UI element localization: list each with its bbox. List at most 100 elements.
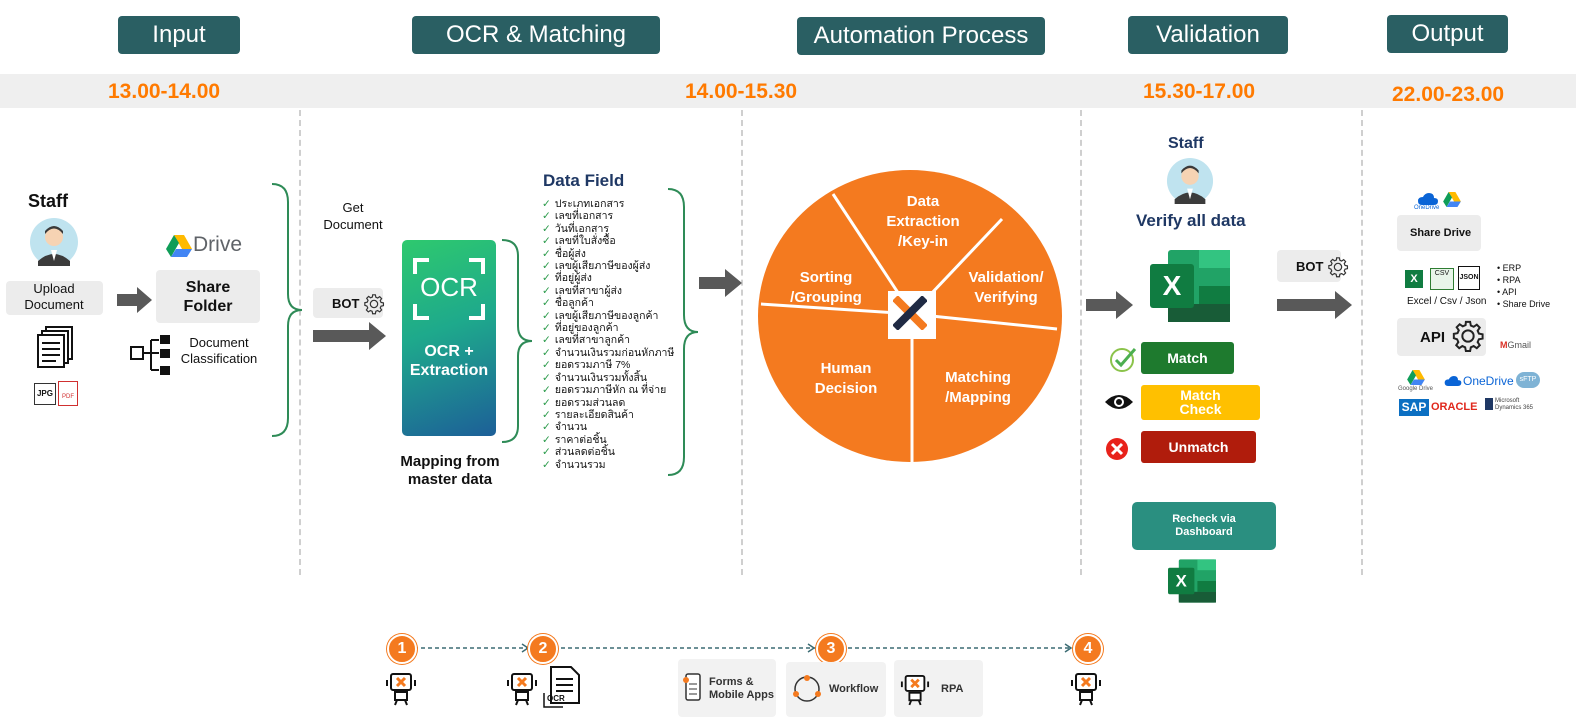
sftp-icon: sFTP <box>1516 372 1540 388</box>
data-field-item: จำนวนเงินรวมทั้งสิ้น <box>542 372 674 384</box>
upload-document-label: Upload Document <box>24 281 84 312</box>
unmatch-status: Unmatch <box>1141 431 1256 463</box>
oracle-logo: ORACLE <box>1431 401 1478 413</box>
bot-box-output <box>1277 250 1341 282</box>
dynamics-label: Microsoft Dynamics 365 <box>1495 398 1534 411</box>
data-field-list: ประเภทเอกสาร เลขที่เอกสาร วันที่เอกสาร เ… <box>542 198 675 471</box>
recheck-dashboard-label: Recheck via Dashboard <box>1172 513 1236 538</box>
data-field-item: จำนวนเงินรวมก่อนหักภาษี <box>542 347 675 359</box>
data-field-item: ยอดรวมส่วนลด <box>542 397 674 409</box>
svg-text:X: X <box>1176 571 1188 590</box>
divider-3 <box>1080 110 1082 575</box>
dynamics-logo: Microsoft Dynamics 365 <box>1485 398 1537 412</box>
step-3-badge: 3 <box>816 634 846 664</box>
stage-output: Output <box>1387 15 1508 53</box>
data-field-item: ประเภทเอกสาร <box>542 198 674 210</box>
time-output: 22.00-23.00 <box>1392 83 1505 106</box>
documents-stack-icon <box>37 326 73 368</box>
eye-icon <box>1105 395 1133 409</box>
robot-icon <box>386 673 416 706</box>
excel-format-icon: X <box>1405 270 1423 288</box>
brace-data-field-right <box>667 188 699 476</box>
ocr-logo-text: OCR <box>420 272 478 302</box>
time-input: 13.00-14.00 <box>108 80 221 103</box>
stage-automation: Automation Process <box>797 17 1045 55</box>
output-target-item: • RPA <box>1497 275 1521 285</box>
json-label: JSON <box>1459 274 1479 281</box>
divider-4 <box>1361 110 1363 575</box>
data-field-item: วันที่เอกสาร <box>542 223 674 235</box>
stage-ocr-matching: OCR & Matching <box>412 16 660 54</box>
time-bar <box>0 74 1576 108</box>
output-target-item: • API <box>1497 287 1517 297</box>
get-document-label: Get Document <box>323 200 383 232</box>
onedrive-label-small: OneDrive <box>1414 205 1440 211</box>
sap-label: SAP <box>1401 400 1427 414</box>
data-field-item: ชื่อลูกค้า <box>542 297 674 309</box>
data-field-item: จำนวน <box>542 421 674 433</box>
share-folder-label: Share Folder <box>183 279 233 315</box>
ocr-document-icon <box>543 666 580 708</box>
data-field-item: เลขที่ใบสั่งซื้อ <box>542 235 674 247</box>
timeline-dashed-line <box>400 643 1080 653</box>
data-field-item: เลขที่เอกสาร <box>542 210 674 222</box>
data-field-item: เลขผู้เสียภาษีของลูกค้า <box>542 310 674 322</box>
time-validation: 15.30-17.00 <box>1143 80 1256 103</box>
ocr-extraction-label: OCR + Extraction <box>409 343 489 379</box>
workflow-tile <box>786 662 886 717</box>
sap-logo: SAP <box>1399 399 1429 416</box>
json-format-icon: JSON <box>1458 266 1480 290</box>
csv-label: CSV <box>1434 270 1450 277</box>
verify-all-data-label: Verify all data <box>1136 211 1246 230</box>
step-4-badge: 4 <box>1073 634 1103 664</box>
ocr-scan-icon <box>413 258 485 320</box>
segment-sorting-grouping: Sorting /Grouping <box>790 269 862 306</box>
stage-input: Input <box>118 16 240 54</box>
google-drive-logo-icon <box>1407 370 1425 385</box>
rpa-robot-icon <box>900 674 930 706</box>
center-x-logo-icon <box>893 296 927 330</box>
robot-icon <box>1071 673 1101 706</box>
excel-icon-small: X <box>1168 559 1216 603</box>
onedrive-cloud-icon <box>1418 193 1438 205</box>
forms-label: Forms & Mobile Apps <box>709 676 774 701</box>
match-status: Match <box>1141 342 1234 374</box>
sftp-label: sFTP <box>1519 376 1537 383</box>
jpg-icon: JPG <box>34 383 56 405</box>
google-drive-icon <box>166 235 192 257</box>
data-field-item: ราคาต่อชิ้น <box>542 434 674 446</box>
data-field-item: ชื่อผู้ส่ง <box>542 248 674 260</box>
upload-document-box <box>6 281 103 315</box>
gear-icon <box>1328 257 1349 278</box>
formats-label: Excel / Csv / Json <box>1407 296 1487 307</box>
arrow-automation-to-validation <box>1086 291 1133 319</box>
google-drive-label: Google Drive <box>1398 386 1434 392</box>
data-field-item: ที่อยู่ผู้ส่ง <box>542 272 674 284</box>
excel-icon-large: X <box>1150 250 1230 322</box>
step-1-badge: 1 <box>387 634 417 664</box>
divider-2 <box>741 110 743 575</box>
arrow-bot-to-ocr <box>313 322 386 350</box>
ocr-card <box>402 240 496 436</box>
brace-data-field-left <box>501 239 533 443</box>
output-target-item: • Share Drive <box>1497 299 1551 309</box>
data-field-item: ที่อยู่ของลูกค้า <box>542 322 674 334</box>
segment-human-decision: Human Decision <box>814 360 878 397</box>
data-field-item: เลขผู้เสียภาษีของผู้ส่ง <box>542 260 674 272</box>
share-folder-box <box>156 270 260 323</box>
rpa-label: RPA <box>941 683 964 695</box>
validation-staff-avatar-icon <box>1166 157 1214 205</box>
workflow-label: Workflow <box>829 683 879 695</box>
stage-validation: Validation <box>1128 16 1288 54</box>
output-target-item: • ERP <box>1497 263 1522 273</box>
data-field-item: เลขที่สาขาผู้ส่ง <box>542 285 674 297</box>
gmail-icon: MGmail <box>1500 340 1532 350</box>
data-field-item: เลขที่สาขาลูกค้า <box>542 334 674 346</box>
document-classification-icon <box>130 335 170 375</box>
recheck-dashboard-button[interactable]: Recheck via Dashboard <box>1132 502 1276 550</box>
pdf-icon: PDF <box>58 381 78 406</box>
data-field-item: รายละเอียดสินค้า <box>542 409 674 421</box>
drive-label: Drive <box>193 233 243 256</box>
csv-format-icon: CSV <box>1430 268 1454 290</box>
api-gear-icon <box>1452 320 1484 353</box>
